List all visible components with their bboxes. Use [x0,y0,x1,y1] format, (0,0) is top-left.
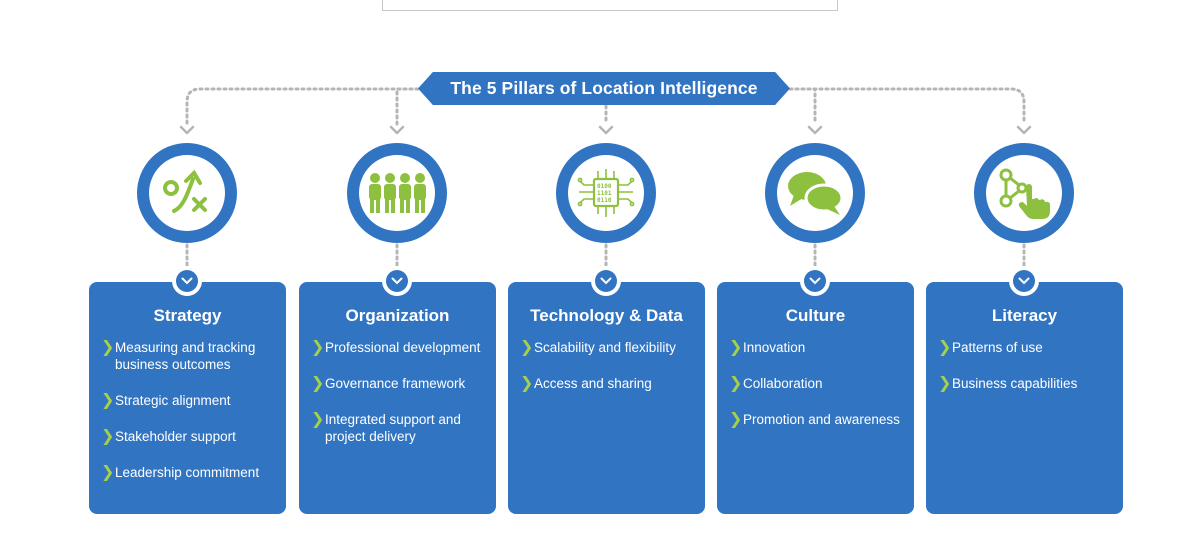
list-item: ❯Professional development [311,339,481,356]
people-group-icon [369,173,426,213]
pillar-title: Strategy [153,306,222,325]
chevron-right-icon: ❯ [101,464,115,481]
list-item: ❯Scalability and flexibility [520,339,676,356]
connector-organization [395,87,420,126]
pillar-circle-literacy [974,143,1074,243]
pillar-item-list: ❯Measuring and tracking business outcome… [101,339,282,500]
pillar-item-list: ❯Patterns of use ❯Business capabilities [938,339,1119,411]
chevron-right-icon: ❯ [938,375,952,392]
diagram-title: The 5 Pillars of Location Intelligence [418,72,790,105]
chevron-right-icon: ❯ [520,339,534,356]
chevron-down-icon [181,277,193,285]
check-badge-technology [591,266,621,296]
arrow-organization [389,125,405,135]
chevron-right-icon: ❯ [311,411,325,428]
pillar-card-culture: Culture ❯Innovation ❯Collaboration ❯Prom… [717,282,914,514]
arrow-literacy [1016,125,1032,135]
pillar-circle-strategy [137,143,237,243]
pillar-card-technology: Technology & Data ❯Scalability and flexi… [508,282,705,514]
list-item: ❯Stakeholder support [101,428,236,445]
pillar-card-organization: Organization ❯Professional development ❯… [299,282,496,514]
chevron-right-icon: ❯ [729,339,743,356]
list-item: ❯Promotion and awareness [729,411,900,428]
list-item: ❯Business capabilities [938,375,1078,392]
pillar-title: Technology & Data [530,306,683,325]
chevron-right-icon: ❯ [520,375,534,392]
check-badge-organization [382,266,412,296]
chevron-right-icon: ❯ [311,375,325,392]
top-frame [382,0,838,11]
chevron-right-icon: ❯ [101,392,115,409]
chevron-right-icon: ❯ [101,339,115,356]
arrow-technology [598,125,614,135]
list-item: ❯Collaboration [729,375,823,392]
pillar-item-list: ❯Innovation ❯Collaboration ❯Promotion an… [729,339,910,447]
svg-text:0110: 0110 [597,197,612,204]
chevron-down-icon [600,277,612,285]
chevron-down-icon [1018,277,1030,285]
list-item: ❯Governance framework [311,375,466,392]
arrow-strategy [179,125,195,135]
connector-culture [788,87,817,126]
list-item: ❯Patterns of use [938,339,1043,356]
chevron-right-icon: ❯ [311,339,325,356]
check-badge-literacy [1009,266,1039,296]
list-item: ❯Access and sharing [520,375,652,392]
check-badge-strategy [172,266,202,296]
list-item: ❯Measuring and tracking business outcome… [101,339,256,372]
circuit-chip-icon: 0100 1101 0110 [577,169,635,217]
check-badge-culture [800,266,830,296]
list-item: ❯Leadership commitment [101,464,260,481]
pillar-circle-technology: 0100 1101 0110 [556,143,656,243]
chevron-down-icon [809,277,821,285]
chevron-right-icon: ❯ [729,411,743,428]
pillar-item-list: ❯Scalability and flexibility ❯Access and… [520,339,701,411]
svg-text:0100: 0100 [597,183,612,190]
pillar-title: Literacy [991,306,1058,325]
chevron-right-icon: ❯ [729,375,743,392]
pillar-title: Organization [345,306,450,325]
touch-nodes-icon [999,168,1050,219]
connector-strategy [185,87,420,126]
pillar-circle-organization [347,143,447,243]
chevron-right-icon: ❯ [101,428,115,445]
strategy-play-icon [163,169,207,213]
list-item: ❯Strategic alignment [101,392,231,409]
list-item: ❯Integrated support and project delivery [311,411,461,444]
pillar-title: Culture [785,306,846,325]
connector-literacy [788,87,1026,126]
pillar-card-strategy: Strategy ❯Measuring and tracking busines… [89,282,286,514]
pillar-item-list: ❯Professional development ❯Governance fr… [311,339,492,464]
list-item: ❯Innovation [729,339,806,356]
chevron-down-icon [391,277,403,285]
pillar-circle-culture [765,143,865,243]
pillar-card-literacy: Literacy ❯Patterns of use ❯Business capa… [926,282,1123,514]
svg-text:1101: 1101 [597,190,612,197]
arrow-culture [807,125,823,135]
chevron-right-icon: ❯ [938,339,952,356]
chat-bubbles-icon [788,172,844,215]
